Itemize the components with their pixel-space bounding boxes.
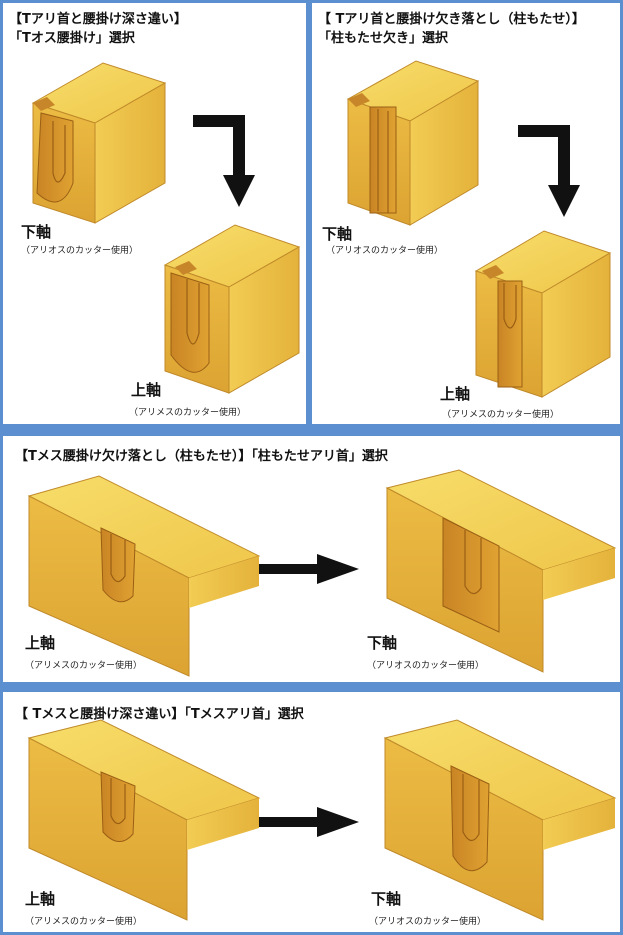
- panel-4-axis-left: 上軸: [25, 890, 56, 908]
- panel-2-block-lower: [346, 60, 480, 226]
- panel-4-note-right: （アリオスのカッター使用）: [369, 917, 487, 927]
- panel-1-axis-lower: 下軸: [21, 223, 52, 241]
- panel-2-note-upper: （アリメスのカッター使用）: [442, 410, 560, 420]
- panel-3-note-left: （アリメスのカッター使用）: [25, 661, 143, 671]
- panel-1-arrow: [193, 115, 255, 207]
- panel-4-note-left: （アリメスのカッター使用）: [25, 917, 143, 927]
- panel-2-arrow: [518, 125, 580, 217]
- panel-1-title-line1: 【Tアリ首と腰掛け深さ違い】: [9, 12, 187, 27]
- panel-2-note-lower: （アリオスのカッター使用）: [326, 246, 444, 256]
- panel-4-arrow: [259, 807, 359, 837]
- panel-1-axis-upper: 上軸: [131, 381, 162, 399]
- panel-2-title-line2: 「柱もたせ欠き」選択: [318, 31, 449, 46]
- panel-4: 【 Tメスと腰掛け深さ違い】「Tメスアリ首」選択 上軸 （アリメスのカッター使用…: [3, 692, 620, 932]
- panel-1-block-lower: [31, 62, 167, 224]
- panel-2-title-line1: 【 Tアリ首と腰掛け欠き落とし（柱もたせ）】: [318, 12, 585, 27]
- panel-1-title-line2: 「Tオス腰掛け」選択: [9, 31, 135, 46]
- panel-3-axis-right: 下軸: [367, 634, 398, 652]
- panel-1-note-lower: （アリオスのカッター使用）: [21, 246, 139, 256]
- panel-2-axis-lower: 下軸: [322, 225, 353, 243]
- panel-3: 【Tメス腰掛け欠け落とし（柱もたせ）】「柱もたせアリ首」選択 上軸 （アリメスの…: [3, 436, 620, 682]
- panel-2-axis-upper: 上軸: [440, 385, 471, 403]
- panel-1-block-upper: [163, 224, 301, 394]
- panel-3-arrow: [259, 554, 359, 584]
- panel-3-axis-left: 上軸: [25, 634, 56, 652]
- panel-3-title: 【Tメス腰掛け欠け落とし（柱もたせ）】「柱もたせアリ首」選択: [15, 449, 388, 464]
- panel-2-block-upper: [474, 230, 612, 398]
- panel-4-axis-right: 下軸: [371, 890, 402, 908]
- panel-1-note-upper: （アリメスのカッター使用）: [129, 408, 247, 418]
- panel-3-note-right: （アリオスのカッター使用）: [367, 661, 485, 671]
- panel-4-beam-lower: [383, 719, 617, 921]
- panel-2: 【 Tアリ首と腰掛け欠き落とし（柱もたせ）】 「柱もたせ欠き」選択 下軸 （アリ…: [312, 3, 620, 424]
- panel-4-beam-upper: [27, 719, 261, 921]
- panel-3-beam-upper: [27, 475, 261, 677]
- panel-1: 【Tアリ首と腰掛け深さ違い】 「Tオス腰掛け」選択 下軸 （アリオスのカッター使…: [3, 3, 306, 424]
- panel-3-beam-lower: [385, 469, 617, 673]
- panel-4-title: 【 Tメスと腰掛け深さ違い】「Tメスアリ首」選択: [15, 707, 304, 722]
